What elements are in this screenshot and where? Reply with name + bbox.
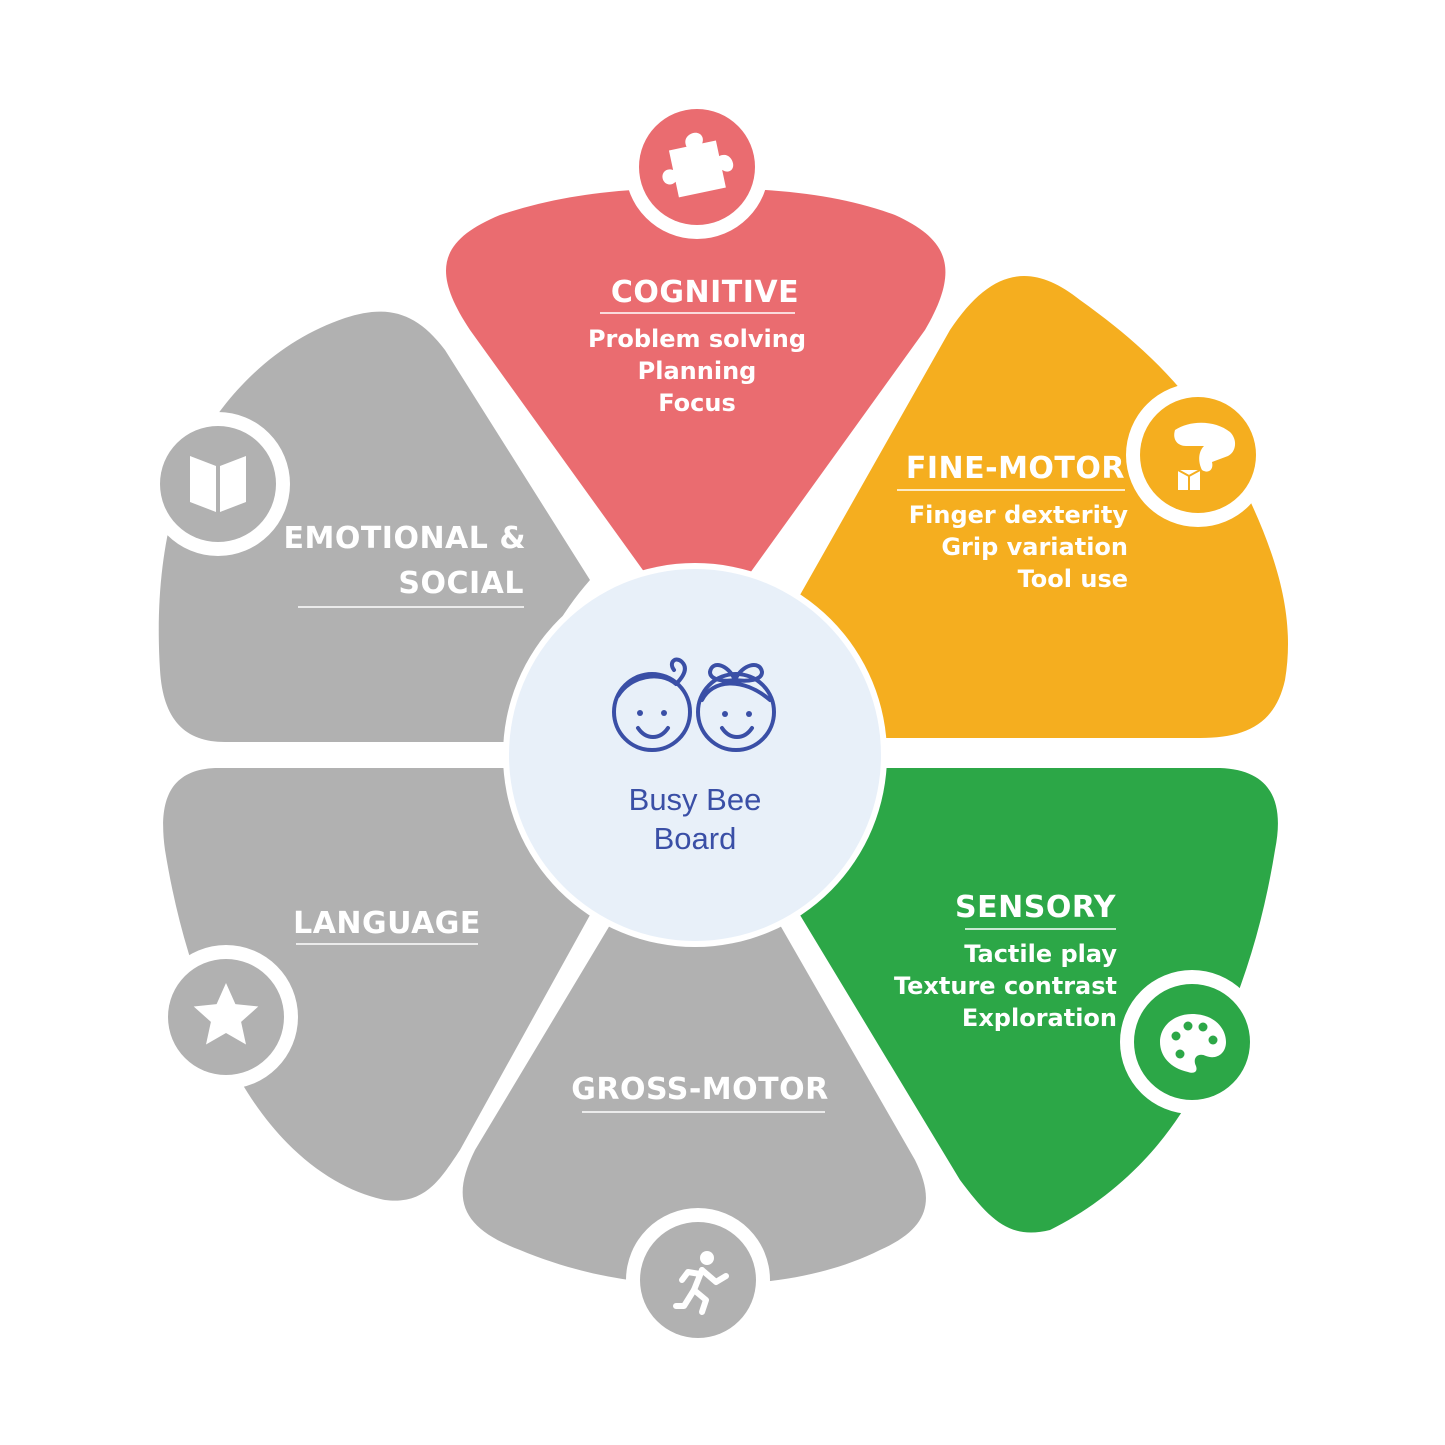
segment-fine-motor-icon-disc [1140, 397, 1256, 513]
star-icon [193, 983, 259, 1045]
segment-cognitive: COGNITIVE Problem solving Planning Focus [446, 95, 946, 580]
segment-language: LANGUAGE [154, 768, 590, 1201]
segment-cognitive-shape [446, 188, 946, 580]
segment-fine-motor-title: FINE-MOTOR [906, 451, 1125, 486]
segment-emotional-social-icon-disc [160, 426, 276, 542]
segment-gross-motor: GROSS-MOTOR [462, 925, 926, 1352]
segment-language-title: LANGUAGE [293, 906, 481, 941]
segment-cognitive-item: Problem solving [588, 325, 806, 353]
segment-cognitive-title: COGNITIVE [611, 275, 799, 310]
center-hub: Busy Bee Board [503, 563, 887, 947]
segment-sensory: SENSORY Tactile play Texture contrast Ex… [800, 768, 1278, 1233]
segment-sensory-item: Texture contrast [894, 972, 1117, 1000]
segment-emotional-social-shape [158, 311, 590, 742]
running-person-icon [673, 1251, 729, 1315]
segment-emotional-social-title-line: EMOTIONAL & [283, 521, 526, 556]
segment-sensory-title: SENSORY [955, 890, 1117, 925]
center-title-line: Board [654, 821, 737, 856]
segment-emotional-social-title-line: SOCIAL [398, 566, 524, 601]
segment-fine-motor: FINE-MOTOR Finger dexterity Grip variati… [800, 276, 1288, 738]
segment-fine-motor-item: Finger dexterity [909, 501, 1129, 529]
two-kids-faces-icon [612, 657, 776, 752]
segment-emotional-social: EMOTIONAL & SOCIAL [146, 311, 590, 742]
segment-gross-motor-title: GROSS-MOTOR [571, 1072, 828, 1107]
segment-language-shape [163, 768, 590, 1201]
segment-cognitive-item: Planning [638, 357, 757, 385]
segment-sensory-item: Tactile play [964, 940, 1117, 968]
segment-sensory-item: Exploration [962, 1004, 1117, 1032]
open-book-icon [190, 456, 246, 512]
segment-cognitive-item: Focus [658, 389, 736, 417]
segment-fine-motor-item: Tool use [1018, 565, 1128, 593]
segment-gross-motor-shape [462, 925, 926, 1285]
segment-fine-motor-item: Grip variation [941, 533, 1128, 561]
hand-picking-block-icon [1174, 422, 1236, 490]
segment-sensory-shape [800, 768, 1278, 1233]
paint-palette-icon [1160, 1014, 1226, 1073]
center-title-line: Busy Bee [629, 782, 762, 817]
center-hub-disc [509, 569, 881, 941]
puzzle-piece-icon [662, 132, 734, 198]
